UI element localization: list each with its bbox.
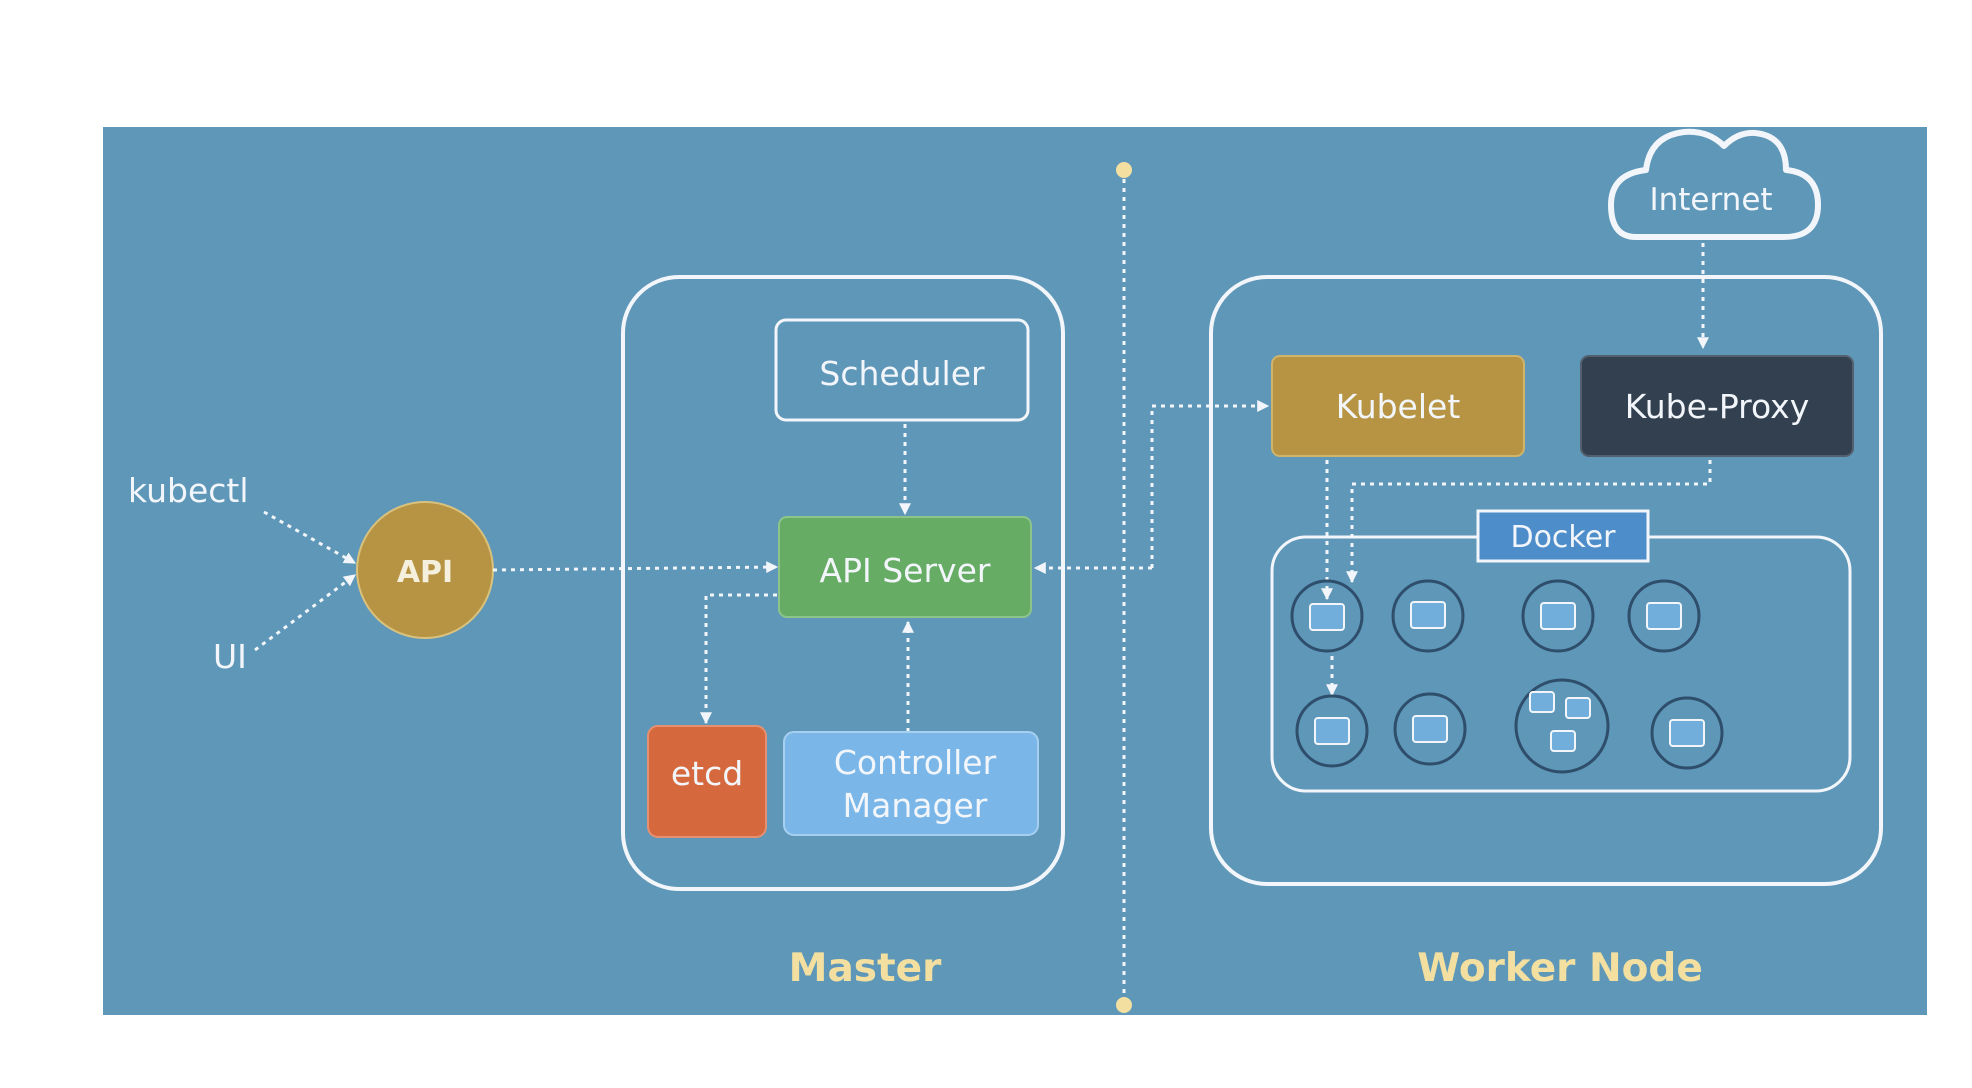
scheduler-label: Scheduler	[819, 354, 985, 393]
container-square-icon	[1565, 697, 1591, 719]
kubelet-box: Kubelet	[1271, 355, 1525, 457]
container-8	[1650, 696, 1724, 770]
kubelet-apiserver-connector	[1150, 400, 1270, 568]
divider-bottom-dot	[1116, 997, 1132, 1013]
api-node: API	[356, 501, 494, 639]
controller-manager-box: Controller Manager	[783, 731, 1039, 836]
controller-manager-label-line1: Controller	[834, 743, 997, 782]
container-5	[1295, 694, 1369, 768]
container-3	[1521, 579, 1595, 653]
container-square-icon	[1412, 715, 1448, 743]
container-square-icon	[1646, 602, 1682, 630]
container-square-icon	[1550, 730, 1576, 752]
master-title: Master	[789, 946, 942, 991]
internet-cloud: Internet	[1608, 128, 1821, 240]
controller-manager-label-line2: Manager	[843, 786, 988, 825]
container-6	[1393, 692, 1467, 766]
worker-node-boundary	[1209, 275, 1883, 886]
kube-proxy-label: Kube-Proxy	[1625, 387, 1809, 426]
docker-label-box: Docker	[1476, 509, 1650, 563]
api-to-apiserver-connector	[492, 561, 779, 574]
ui-to-api-connector	[254, 573, 356, 652]
container-2	[1391, 579, 1465, 653]
internet-label: Internet	[1649, 182, 1772, 218]
ui-label: UI	[213, 637, 247, 676]
worker-node-title: Worker Node	[1417, 946, 1703, 991]
divider-top-dot	[1116, 162, 1132, 178]
kubectl-label: kubectl	[128, 471, 249, 510]
master-node-boundary	[621, 275, 1065, 891]
api-node-label: API	[397, 555, 453, 590]
container-square-icon	[1309, 603, 1345, 631]
kubeproxy-to-containers-connector	[1346, 460, 1712, 584]
container-1	[1290, 579, 1364, 653]
kube-proxy-box: Kube-Proxy	[1580, 355, 1854, 457]
kubelet-label: Kubelet	[1336, 387, 1461, 426]
docker-label: Docker	[1510, 520, 1616, 555]
etcd-label: etcd	[671, 754, 743, 793]
container-4	[1627, 579, 1701, 653]
container-square-icon	[1314, 717, 1350, 745]
container-square-icon	[1669, 719, 1705, 747]
container-square-icon	[1540, 602, 1576, 630]
apiserver-to-etcd-connector	[700, 593, 777, 725]
container-square-icon	[1410, 601, 1446, 629]
scheduler-box: Scheduler	[774, 318, 1030, 422]
container-7-multi	[1514, 678, 1610, 774]
etcd-box: etcd	[647, 725, 767, 838]
api-server-box: API Server	[778, 516, 1032, 618]
container-square-icon	[1529, 691, 1555, 713]
api-server-label: API Server	[820, 551, 991, 590]
